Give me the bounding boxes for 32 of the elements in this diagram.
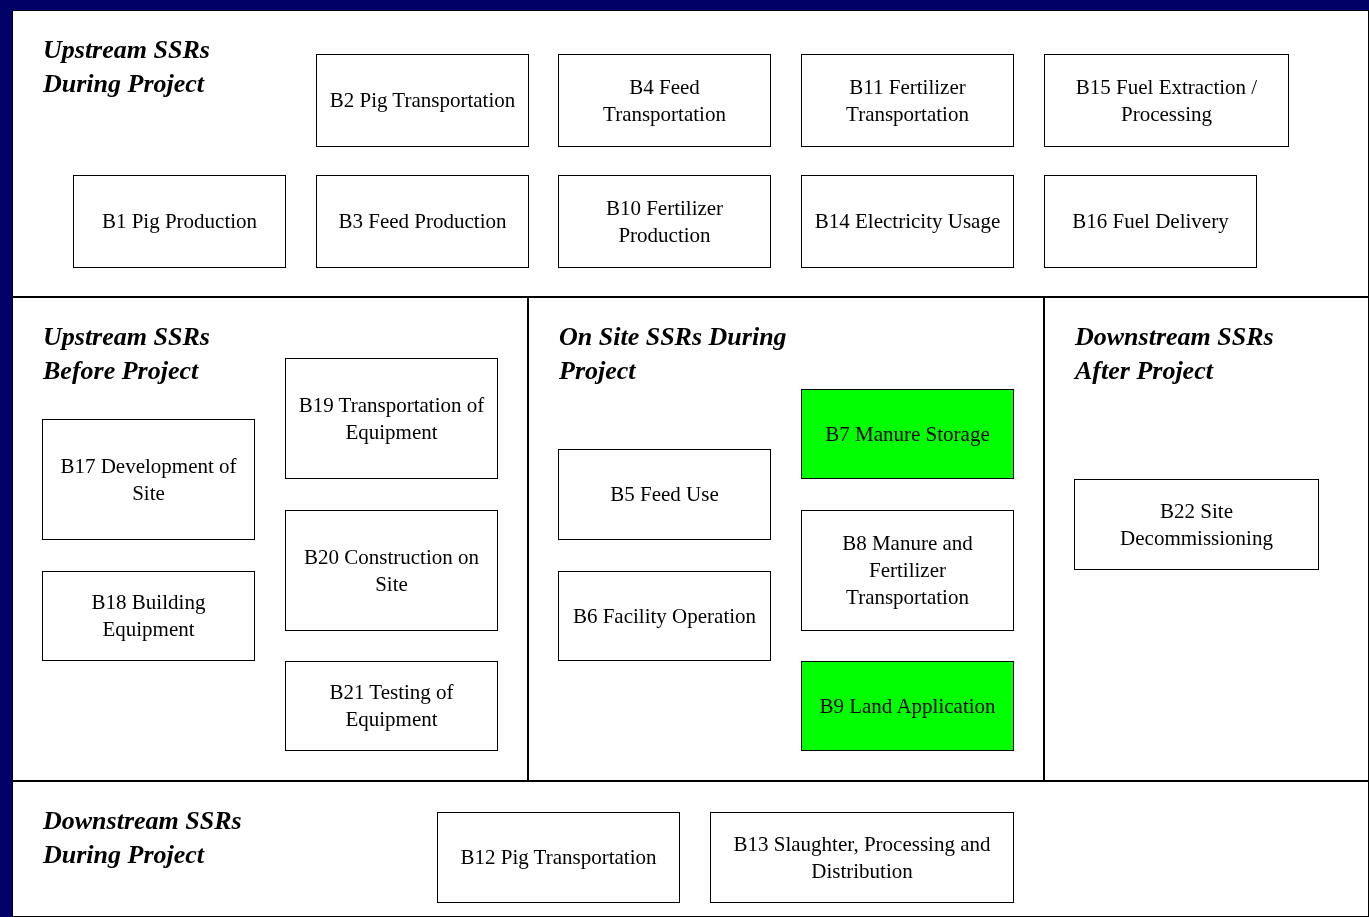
process-box: B9 Land Application xyxy=(801,661,1014,751)
process-box: B20 Construction on Site xyxy=(285,510,498,631)
process-box: B22 Site Decommissioning xyxy=(1074,479,1319,570)
process-box: B17 Development of Site xyxy=(42,419,255,540)
process-box: B18 Building Equipment xyxy=(42,571,255,661)
group-heading: Downstream SSRs After Project xyxy=(1075,321,1275,387)
process-box: B7 Manure Storage xyxy=(801,389,1014,479)
process-box: B5 Feed Use xyxy=(558,449,771,540)
group-heading: On Site SSRs During Project xyxy=(559,321,788,387)
process-box: B8 Manure and Fertilizer Transportation xyxy=(801,510,1014,631)
process-box: B21 Testing of Equipment xyxy=(285,661,498,751)
group-panel xyxy=(12,297,528,781)
process-box: B2 Pig Transportation xyxy=(316,54,529,147)
process-box: B15 Fuel Extraction / Processing xyxy=(1044,54,1289,147)
group-heading: Downstream SSRs During Project xyxy=(43,805,243,871)
process-box: B13 Slaughter, Processing and Distribution xyxy=(710,812,1014,903)
group-heading: Upstream SSRs Before Project xyxy=(43,321,211,387)
process-box: B10 Fertilizer Production xyxy=(558,175,771,268)
process-box: B12 Pig Transportation xyxy=(437,812,680,903)
group-panel xyxy=(1044,297,1369,781)
process-box: B11 Fertilizer Transportation xyxy=(801,54,1014,147)
group-heading: Upstream SSRs During Project xyxy=(43,34,211,100)
group-panel xyxy=(528,297,1044,781)
process-box: B19 Transportation of Equipment xyxy=(285,358,498,479)
process-box: B16 Fuel Delivery xyxy=(1044,175,1257,268)
group-panel xyxy=(12,10,1369,297)
process-box: B3 Feed Production xyxy=(316,175,529,268)
process-box: B14 Electricity Usage xyxy=(801,175,1014,268)
group-panel xyxy=(12,781,1369,917)
process-box: B6 Facility Operation xyxy=(558,571,771,661)
process-box: B4 Feed Transportation xyxy=(558,54,771,147)
process-box: B1 Pig Production xyxy=(73,175,286,268)
